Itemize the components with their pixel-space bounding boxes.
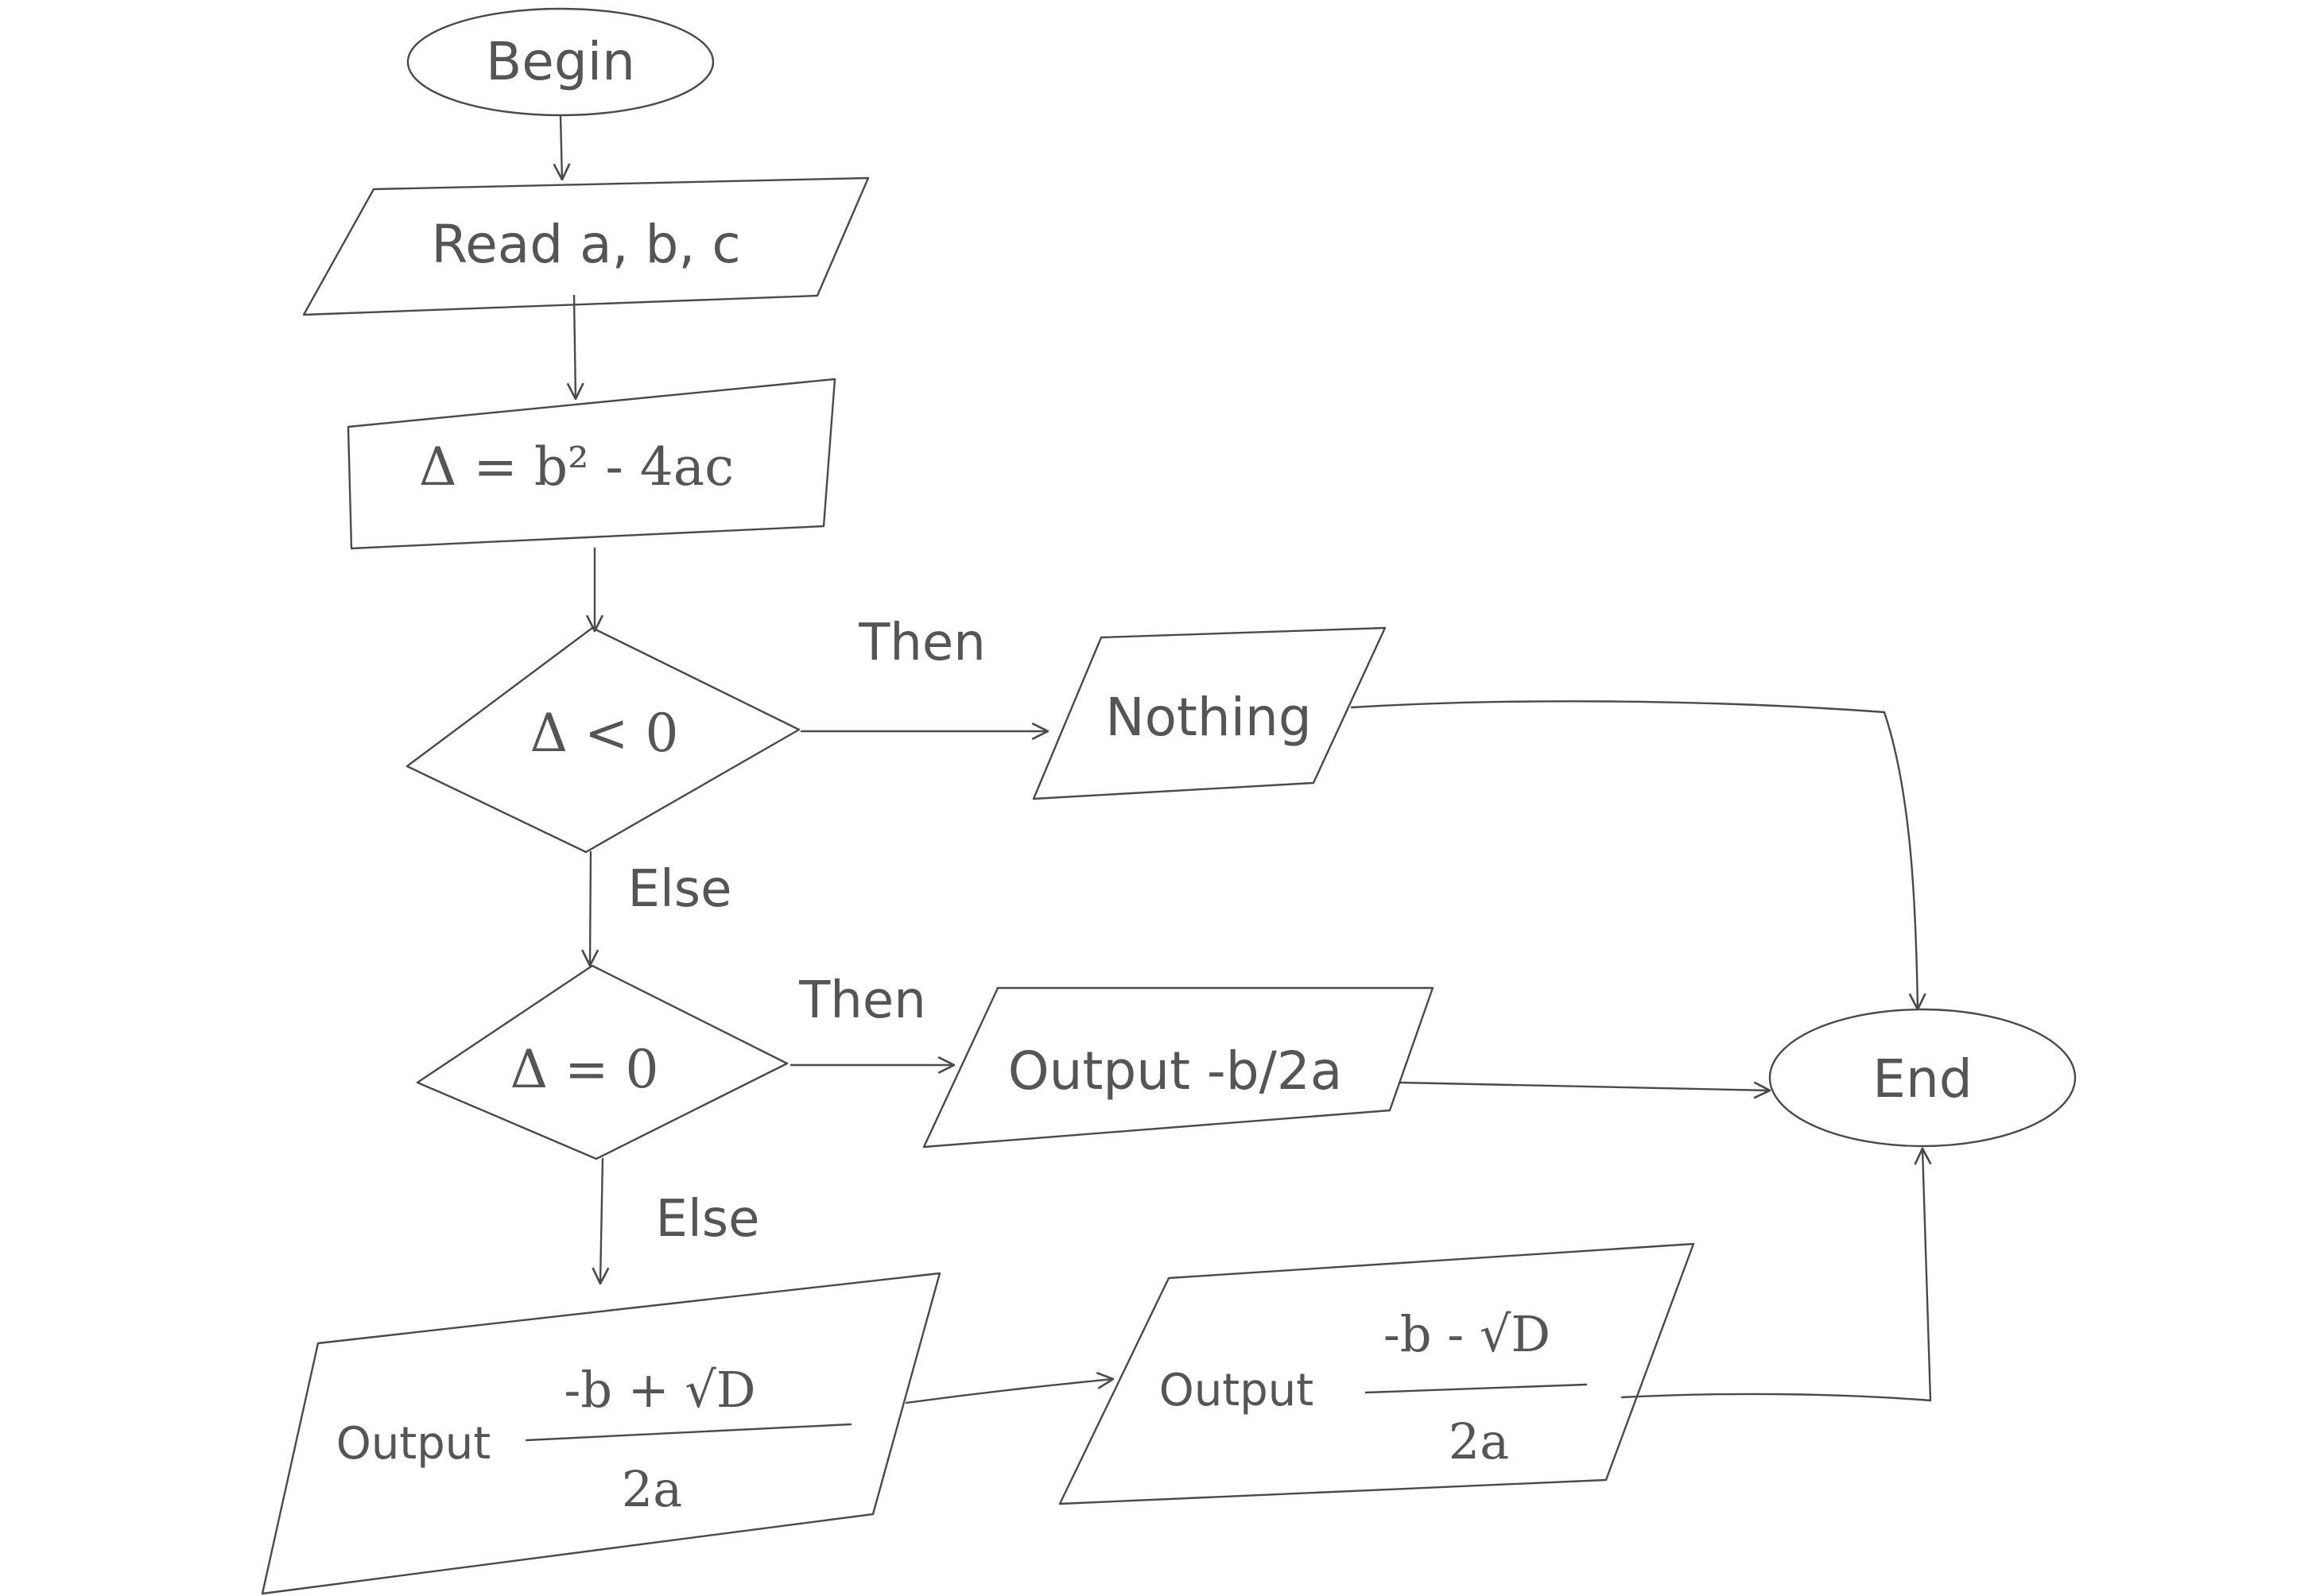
node-output-minus-root: Output -b - √D 2a	[1058, 1242, 1695, 1505]
node-end-label: End	[1872, 1048, 1972, 1110]
edge-label-else-1: Else	[628, 860, 732, 919]
node-output-minus-fraction-bar	[1364, 1383, 1588, 1394]
edge-decision2-else-to-output-plus	[600, 1157, 603, 1284]
edge-output-single-to-end	[1398, 1083, 1770, 1090]
node-read-input: Read a, b, c	[302, 176, 870, 316]
node-compute-label: Δ = b² - 4ac	[419, 436, 734, 498]
node-decision-zero: Δ = 0	[416, 964, 789, 1160]
node-output-single-root: Output -b/2a	[922, 986, 1434, 1149]
node-begin-label: Begin	[486, 31, 635, 92]
node-end: End	[1768, 1008, 2077, 1148]
node-output-plus-denominator: 2a	[622, 1460, 682, 1518]
edge-output-minus-to-end	[1620, 1149, 1930, 1402]
edge-nothing-to-end	[1350, 700, 1918, 1009]
node-read-label: Read a, b, c	[431, 214, 740, 275]
node-compute-discriminant: Δ = b² - 4ac	[347, 378, 836, 550]
edge-read-to-compute	[574, 294, 576, 399]
node-decision1-label: Δ < 0	[530, 703, 679, 764]
node-output-minus-numerator: -b - √D	[1383, 1305, 1550, 1363]
edge-label-then-2: Then	[798, 971, 926, 1030]
edge-label-else-2: Else	[656, 1190, 760, 1249]
node-output-minus-prefix: Output	[1159, 1365, 1314, 1416]
edge-decision1-else-to-decision2	[590, 850, 591, 967]
edge-output-plus-to-output-minus	[905, 1379, 1113, 1404]
node-output-plus-root: Output -b + √D 2a	[261, 1272, 941, 1595]
node-output-minus-denominator: 2a	[1449, 1412, 1509, 1470]
node-output-plus-prefix: Output	[336, 1418, 491, 1470]
node-begin: Begin	[406, 7, 715, 117]
node-output-plus-numerator: -b + √D	[564, 1361, 755, 1419]
edge-label-then-1: Then	[858, 614, 986, 672]
node-nothing-label: Nothing	[1105, 687, 1312, 748]
node-nothing-output: Nothing	[1032, 626, 1387, 800]
node-output-single-label: Output -b/2a	[1008, 1040, 1343, 1102]
node-decision2-label: Δ = 0	[510, 1039, 659, 1100]
node-decision-negative: Δ < 0	[405, 626, 801, 854]
edge-begin-to-read	[561, 114, 562, 180]
node-output-plus-fraction-bar	[525, 1423, 852, 1442]
